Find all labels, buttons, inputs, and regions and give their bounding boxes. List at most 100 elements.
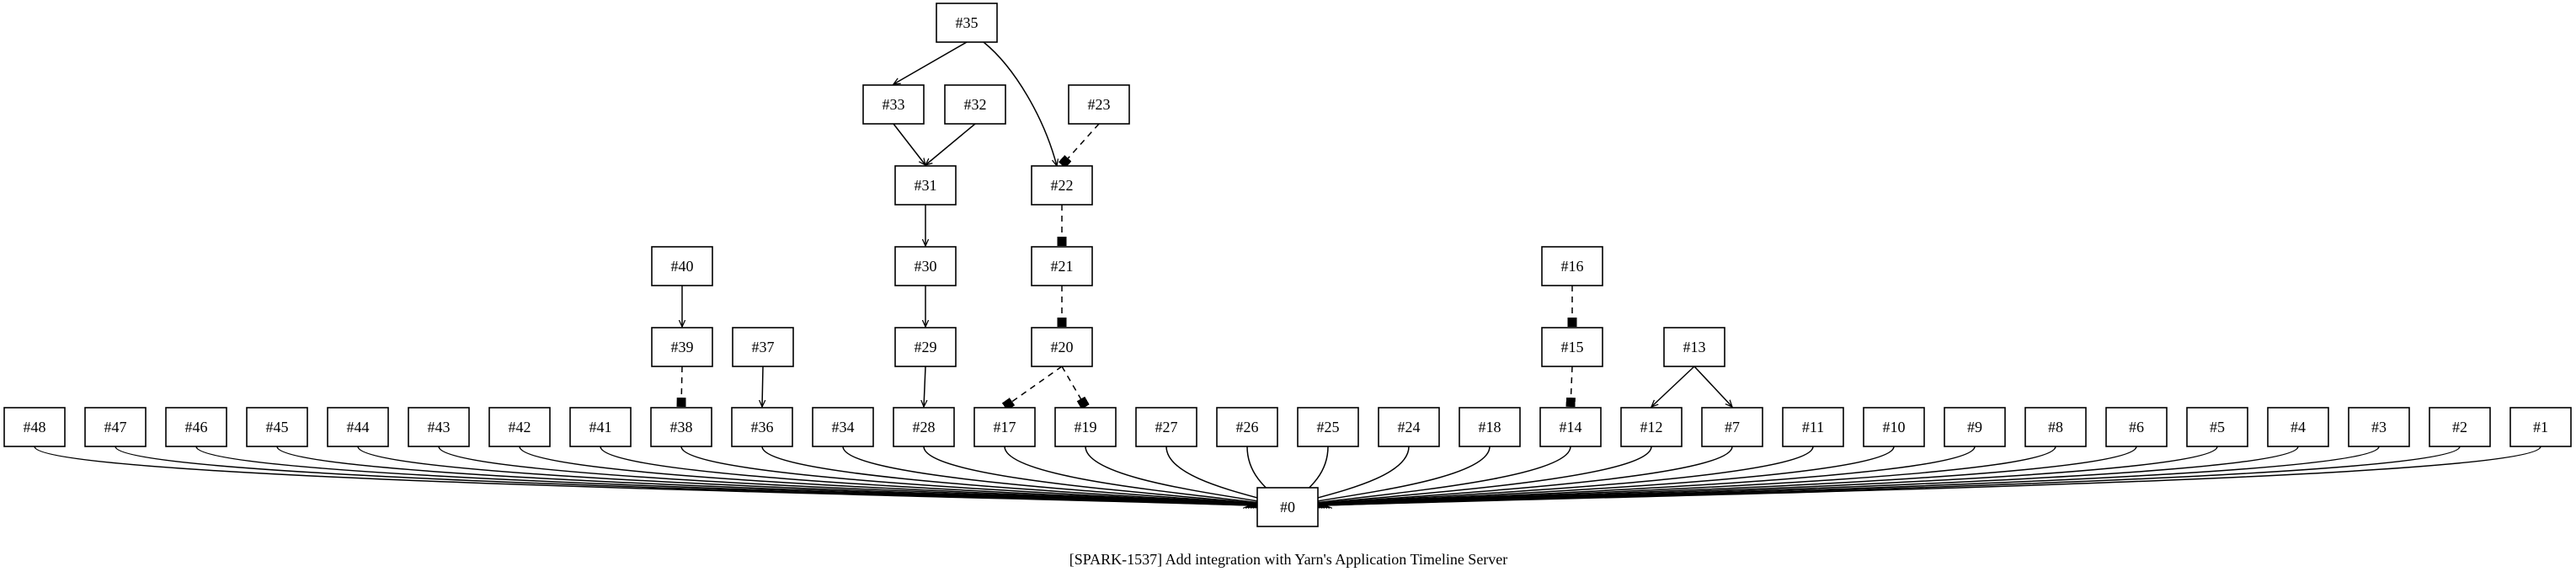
node-label: #43 bbox=[428, 419, 451, 435]
node-box bbox=[165, 407, 227, 447]
node-label: #1 bbox=[2533, 419, 2548, 435]
edge-n32-to-n31 bbox=[925, 123, 976, 165]
node-16[interactable]: #16 bbox=[1541, 246, 1603, 286]
node-label: #2 bbox=[2452, 419, 2467, 435]
node-label: #12 bbox=[1640, 419, 1663, 435]
node-label: #38 bbox=[670, 419, 693, 435]
node-45[interactable]: #45 bbox=[246, 407, 308, 447]
node-label: #4 bbox=[2291, 419, 2306, 435]
node-33[interactable]: #33 bbox=[862, 84, 925, 125]
edge-n14-to-n0 bbox=[1296, 446, 1571, 505]
node-34[interactable]: #34 bbox=[812, 407, 874, 447]
node-18[interactable]: #18 bbox=[1459, 407, 1521, 447]
node-28[interactable]: #28 bbox=[893, 407, 955, 447]
node-label: #46 bbox=[185, 419, 208, 435]
node-37[interactable]: #37 bbox=[732, 327, 794, 367]
node-2[interactable]: #2 bbox=[2429, 407, 2491, 447]
node-box bbox=[2186, 407, 2248, 447]
node-32[interactable]: #32 bbox=[944, 84, 1006, 125]
node-label: #14 bbox=[1560, 419, 1582, 435]
node-label: #10 bbox=[1883, 419, 1906, 435]
node-label: #36 bbox=[751, 419, 774, 435]
node-label: #34 bbox=[832, 419, 855, 435]
node-39[interactable]: #39 bbox=[651, 327, 713, 367]
edge-n10-to-n0 bbox=[1306, 446, 1895, 505]
node-label: #11 bbox=[1802, 419, 1824, 435]
node-9[interactable]: #9 bbox=[1944, 407, 2006, 447]
node-label: #18 bbox=[1479, 419, 1501, 435]
edge-n17-to-n0 bbox=[1004, 446, 1279, 505]
node-box bbox=[1620, 407, 1683, 447]
node-44[interactable]: #44 bbox=[327, 407, 389, 447]
node-box bbox=[1541, 246, 1603, 286]
node-box bbox=[569, 407, 632, 447]
node-label: #8 bbox=[2048, 419, 2063, 435]
node-5[interactable]: #5 bbox=[2186, 407, 2248, 447]
node-20[interactable]: #20 bbox=[1031, 327, 1093, 367]
node-40[interactable]: #40 bbox=[651, 246, 713, 286]
node-14[interactable]: #14 bbox=[1539, 407, 1602, 447]
node-label: #32 bbox=[964, 96, 987, 113]
node-31[interactable]: #31 bbox=[894, 165, 957, 206]
node-box bbox=[1944, 407, 2006, 447]
node-box bbox=[1378, 407, 1440, 447]
node-38[interactable]: #38 bbox=[650, 407, 712, 447]
node-box bbox=[2024, 407, 2087, 447]
node-7[interactable]: #7 bbox=[1701, 407, 1763, 447]
node-label: #48 bbox=[24, 419, 46, 435]
node-35[interactable]: #35 bbox=[936, 3, 998, 43]
edge-n1-to-n0 bbox=[1325, 446, 2541, 505]
edge-n38-to-n0 bbox=[680, 446, 1269, 505]
node-box bbox=[893, 407, 955, 447]
node-15[interactable]: #15 bbox=[1541, 327, 1603, 367]
node-25[interactable]: #25 bbox=[1297, 407, 1359, 447]
node-3[interactable]: #3 bbox=[2348, 407, 2410, 447]
node-box bbox=[2348, 407, 2410, 447]
node-label: #40 bbox=[671, 258, 694, 275]
node-4[interactable]: #4 bbox=[2267, 407, 2329, 447]
node-43[interactable]: #43 bbox=[408, 407, 470, 447]
node-42[interactable]: #42 bbox=[488, 407, 551, 447]
node-box bbox=[327, 407, 389, 447]
node-box bbox=[862, 84, 925, 125]
node-1[interactable]: #1 bbox=[2509, 407, 2572, 447]
node-label: #47 bbox=[104, 419, 127, 435]
node-box bbox=[1863, 407, 1925, 447]
node-36[interactable]: #36 bbox=[731, 407, 793, 447]
node-21[interactable]: #21 bbox=[1031, 246, 1093, 286]
node-8[interactable]: #8 bbox=[2024, 407, 2087, 447]
node-box bbox=[894, 165, 957, 206]
node-13[interactable]: #13 bbox=[1663, 327, 1725, 367]
node-0[interactable]: #0 bbox=[1256, 487, 1319, 527]
node-label: #37 bbox=[752, 339, 775, 355]
node-29[interactable]: #29 bbox=[894, 327, 957, 367]
node-box bbox=[1031, 327, 1093, 367]
node-19[interactable]: #19 bbox=[1054, 407, 1117, 447]
node-box bbox=[732, 327, 794, 367]
node-12[interactable]: #12 bbox=[1620, 407, 1683, 447]
node-26[interactable]: #26 bbox=[1216, 407, 1278, 447]
node-label: #9 bbox=[1967, 419, 1982, 435]
node-label: #21 bbox=[1051, 258, 1074, 275]
node-23[interactable]: #23 bbox=[1068, 84, 1130, 125]
node-47[interactable]: #47 bbox=[84, 407, 147, 447]
node-11[interactable]: #11 bbox=[1782, 407, 1844, 447]
node-10[interactable]: #10 bbox=[1863, 407, 1925, 447]
node-label: #15 bbox=[1561, 339, 1584, 355]
node-46[interactable]: #46 bbox=[165, 407, 227, 447]
node-box bbox=[1663, 327, 1725, 367]
node-label: #39 bbox=[671, 339, 694, 355]
node-label: #13 bbox=[1683, 339, 1706, 355]
node-24[interactable]: #24 bbox=[1378, 407, 1440, 447]
node-17[interactable]: #17 bbox=[973, 407, 1036, 447]
node-label: #30 bbox=[915, 258, 937, 275]
node-6[interactable]: #6 bbox=[2105, 407, 2168, 447]
node-box bbox=[1054, 407, 1117, 447]
node-48[interactable]: #48 bbox=[3, 407, 66, 447]
nodes-layer: #48 #47 #46 #45 #44 #43 #42 #41 #38 #36 #34 #28 #17 #… bbox=[3, 3, 2572, 527]
node-22[interactable]: #22 bbox=[1031, 165, 1093, 206]
node-27[interactable]: #27 bbox=[1135, 407, 1197, 447]
node-41[interactable]: #41 bbox=[569, 407, 632, 447]
node-30[interactable]: #30 bbox=[894, 246, 957, 286]
